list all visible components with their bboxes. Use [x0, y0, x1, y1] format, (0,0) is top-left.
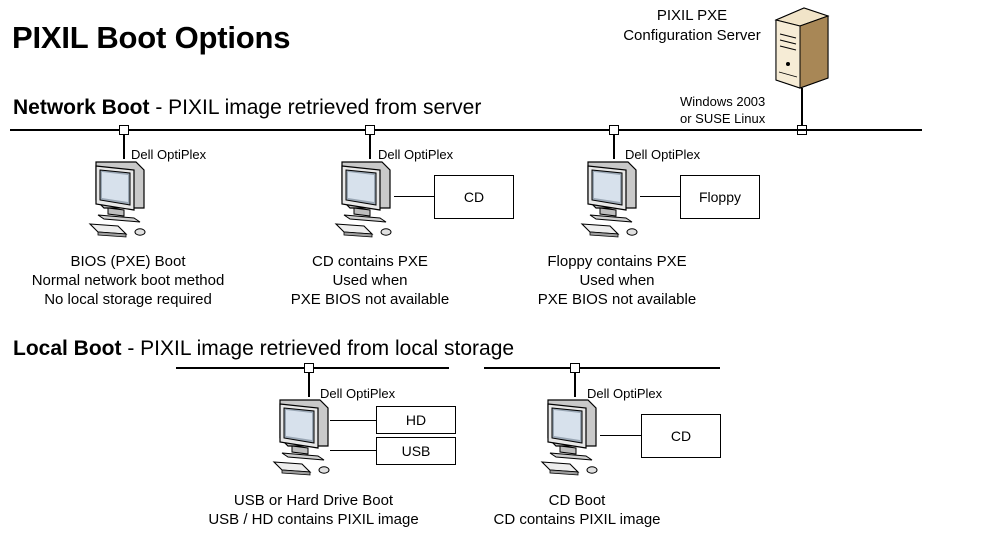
- server-tower-icon: [774, 7, 830, 89]
- local-segment-2: [484, 367, 720, 369]
- cd-drive-box: CD: [641, 414, 721, 458]
- network-port-1: [119, 125, 129, 135]
- network-client-1-caption: BIOS (PXE) Boot Normal network boot meth…: [8, 252, 248, 309]
- media-link-line: [330, 420, 376, 421]
- desktop-computer-icon: [89, 161, 146, 238]
- caption-line: PXE BIOS not available: [290, 291, 450, 308]
- caption-line: Used when: [579, 272, 655, 289]
- local-port-1: [304, 363, 314, 373]
- client-label: Dell OptiPlex: [625, 147, 701, 162]
- caption-line: BIOS (PXE) Boot: [70, 253, 186, 270]
- desktop-computer-icon: [273, 399, 330, 476]
- local-boot-heading: Local Boot - PIXIL image retrieved from …: [13, 337, 514, 361]
- local-drop-1: [308, 373, 310, 397]
- media-link-line: [640, 196, 680, 197]
- client-label: Dell OptiPlex: [131, 147, 207, 162]
- client-label: Dell OptiPlex: [587, 386, 663, 401]
- network-backbone: [10, 129, 922, 131]
- usb-drive-box: USB: [376, 437, 456, 465]
- desktop-computer-icon: [541, 399, 598, 476]
- local-boot-title: Local Boot: [13, 337, 122, 360]
- network-client-3-caption: Floppy contains PXE Used when PXE BIOS n…: [497, 252, 737, 309]
- local-boot-subtitle: - PIXIL image retrieved from local stora…: [121, 337, 515, 360]
- server-os-line1: Windows 2003: [680, 94, 766, 109]
- network-port-2: [365, 125, 375, 135]
- network-boot-subtitle: - PIXIL image retrieved from server: [149, 96, 482, 119]
- media-link-line: [330, 450, 376, 451]
- caption-line: PXE BIOS not available: [537, 291, 697, 308]
- desktop-computer-icon: [581, 161, 638, 238]
- media-link-line: [394, 196, 434, 197]
- caption-line: Floppy contains PXE: [547, 253, 687, 270]
- local-drop-2: [574, 373, 576, 397]
- caption-line: CD Boot: [548, 492, 606, 509]
- network-boot-heading: Network Boot - PIXIL image retrieved fro…: [13, 96, 481, 120]
- server-caption: PIXIL PXE Configuration Server: [612, 6, 772, 46]
- network-drop-1: [123, 135, 125, 159]
- network-port-3: [609, 125, 619, 135]
- caption-line: No local storage required: [44, 291, 212, 308]
- network-client-2-caption: CD contains PXE Used when PXE BIOS not a…: [250, 252, 490, 309]
- network-boot-title: Network Boot: [13, 96, 150, 119]
- local-client-2-caption: CD Boot CD contains PIXIL image: [470, 491, 684, 529]
- caption-line: Normal network boot method: [31, 272, 225, 289]
- server-drop-line: [801, 88, 803, 126]
- server-os-line2: or SUSE Linux: [680, 111, 766, 126]
- network-drop-2: [369, 135, 371, 159]
- client-label: Dell OptiPlex: [320, 386, 396, 401]
- network-drop-3: [613, 135, 615, 159]
- media-link-line: [600, 435, 641, 436]
- hd-drive-box: HD: [376, 406, 456, 434]
- local-client-1-caption: USB or Hard Drive Boot USB / HD contains…: [196, 491, 431, 529]
- caption-line: USB / HD contains PIXIL image: [208, 511, 419, 528]
- server-role: Configuration Server: [623, 27, 761, 44]
- cd-drive-box: CD: [434, 175, 514, 219]
- caption-line: USB or Hard Drive Boot: [233, 492, 394, 509]
- desktop-computer-icon: [335, 161, 392, 238]
- server-os: Windows 2003 or SUSE Linux: [680, 93, 765, 127]
- floppy-drive-box: Floppy: [680, 175, 760, 219]
- caption-line: CD contains PXE: [312, 253, 428, 270]
- server-name: PIXIL PXE: [656, 7, 728, 24]
- client-label: Dell OptiPlex: [378, 147, 454, 162]
- page-title: PIXIL Boot Options: [12, 20, 291, 55]
- caption-line: Used when: [332, 272, 408, 289]
- caption-line: CD contains PIXIL image: [493, 511, 661, 528]
- local-port-2: [570, 363, 580, 373]
